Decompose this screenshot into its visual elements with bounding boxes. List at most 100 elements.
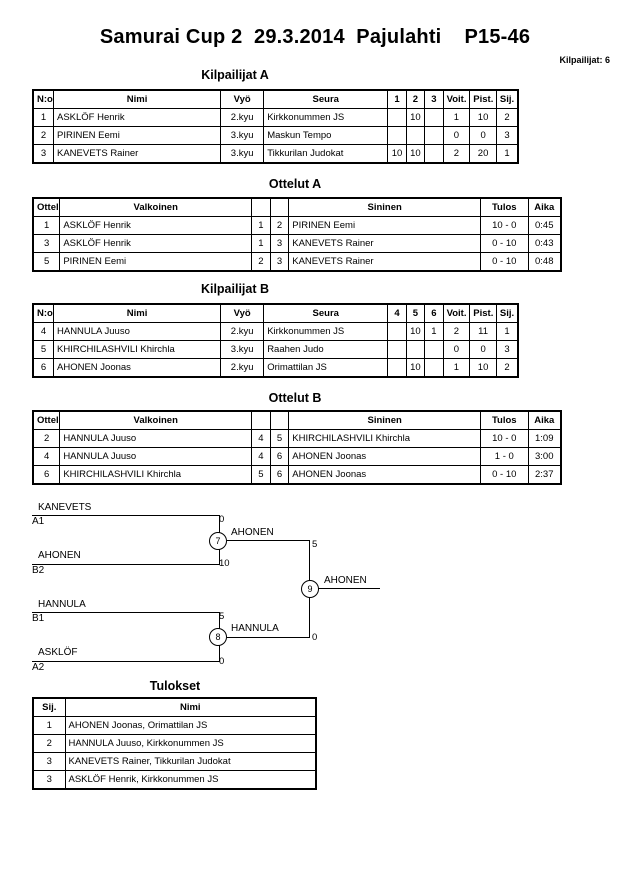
bracket-seed4-name: ASKLÖF [38,647,78,658]
pool-a-cell: 10 [405,144,426,164]
pool-b-header-cell: 4 [387,303,407,323]
pool-b-cell: 6 [32,358,54,378]
matches-b-cell: 6 [32,465,61,485]
pool-a-header-cell: 3 [424,89,444,109]
pool-b-cell: 0 [442,340,471,359]
matches-b-cell: HANNULA Juuso [59,447,253,466]
matches-a-cell: ASKLÖF Henrik [59,216,253,235]
pool-b-cell: 5 [32,340,54,359]
matches-b-cell: 1:09 [527,429,562,448]
pool-a-cell: 2 [495,108,519,127]
matches-a-cell: PIRINEN Eemi [59,252,253,272]
pool-a-cell: 2.kyu [220,108,265,127]
results-cell: KANEVETS Rainer, Tikkurilan Judokat [64,752,317,771]
bracket-m8-winner: HANNULA [231,623,279,634]
pool-b-cell: Orimattilan JS [263,358,389,378]
pool-a-header-cell: Seura [263,89,389,109]
pool-a-cell: 10 [387,144,407,164]
matches-b-cell: KHIRCHILASHVILI Khirchla [59,465,253,485]
pool-b-cell: 2.kyu [220,358,265,378]
pool-a-cell [424,126,444,145]
matches-b-cell: AHONEN Joonas [288,447,482,466]
match-8-marker: 8 [209,628,227,646]
results-cell: 3 [32,770,66,790]
matches-a-header-cell [269,197,290,217]
results-heading: Tulokset [149,679,201,693]
matches-a-cell: 0:45 [527,216,562,235]
matches-a-cell: 5 [32,252,61,272]
matches-b-header-row: OtteluValkoinenSininenTulosAika [32,410,562,430]
pool-a-cell: 20 [469,144,497,164]
matches-a-header-cell: Valkoinen [59,197,253,217]
bracket-seed1-code: A1 [32,516,45,527]
matches-b-header-cell: Tulos [480,410,529,430]
bracket-seed3-score: 5 [219,611,225,622]
pool-a-cell: 0 [469,126,497,145]
matches-b-cell: 2:37 [527,465,562,485]
pool-a-cell: 3 [495,126,519,145]
matches-a-heading: Ottelut A [268,177,322,191]
pool-b-cell: 3.kyu [220,340,265,359]
matches-a-table: OtteluValkoinenSininenTulosAika 1ASKLÖF … [32,197,562,272]
pool-a-cell [405,126,426,145]
bracket-m8-score: 0 [312,632,318,643]
matches-a-cell: 2 [269,216,290,235]
pool-a-cell: Tikkurilan Judokat [263,144,389,164]
pool-a-cell: 0 [442,126,471,145]
matches-a-header-cell: Aika [527,197,562,217]
matches-a-header-row: OtteluValkoinenSininenTulosAika [32,197,562,217]
pool-a-cell: 2 [442,144,471,164]
matches-b-header-cell: Sininen [288,410,482,430]
matches-a-cell: 3 [269,252,290,272]
bracket-line [32,564,220,565]
matches-a-cell: 0:43 [527,234,562,253]
bracket-m7-winner: AHONEN [231,527,274,538]
matches-b-table: OtteluValkoinenSininenTulosAika 2HANNULA… [32,410,562,485]
matches-a-cell: 3 [32,234,61,253]
matches-b-header-cell [269,410,290,430]
pool-b-header-cell: Vyö [220,303,265,323]
bracket-line [32,661,220,662]
bracket-line [32,612,220,613]
pool-b-cell: 2.kyu [220,322,265,341]
matches-a-header-cell: Tulos [480,197,529,217]
matches-b-header-cell [251,410,271,430]
pool-b-cell: 1 [495,322,519,341]
results-cell: AHONEN Joonas, Orimattilan JS [64,716,317,735]
matches-b-cell: 3:00 [527,447,562,466]
pool-b-header-cell: Seura [263,303,389,323]
pool-b-cell: HANNULA Juuso [52,322,222,341]
pool-a-cell: 1 [495,144,519,164]
pool-b-cell: 0 [469,340,497,359]
matches-b-cell: AHONEN Joonas [288,465,482,485]
pool-b-cell [387,358,407,378]
bracket-line [318,588,380,589]
pool-b-cell [405,340,426,359]
matches-b-cell: KHIRCHILASHVILI Khirchla [288,429,482,448]
pool-b-header-cell: 6 [424,303,444,323]
pool-a-header-cell: Voit. [442,89,471,109]
match-7-marker: 7 [209,532,227,550]
matches-a-cell: 10 - 0 [480,216,529,235]
bracket-seed1-score: 0 [219,514,225,525]
pool-a-cell [424,144,444,164]
bracket-line [32,515,220,516]
results-cell: 3 [32,752,66,771]
pool-a-cell: 1 [32,108,54,127]
pool-a-heading: Kilpailijat A [201,68,269,82]
bracket-seed1-name: KANEVETS [38,502,92,513]
pool-b-header-cell: Pist. [469,303,497,323]
matches-a-cell: PIRINEN Eemi [288,216,482,235]
